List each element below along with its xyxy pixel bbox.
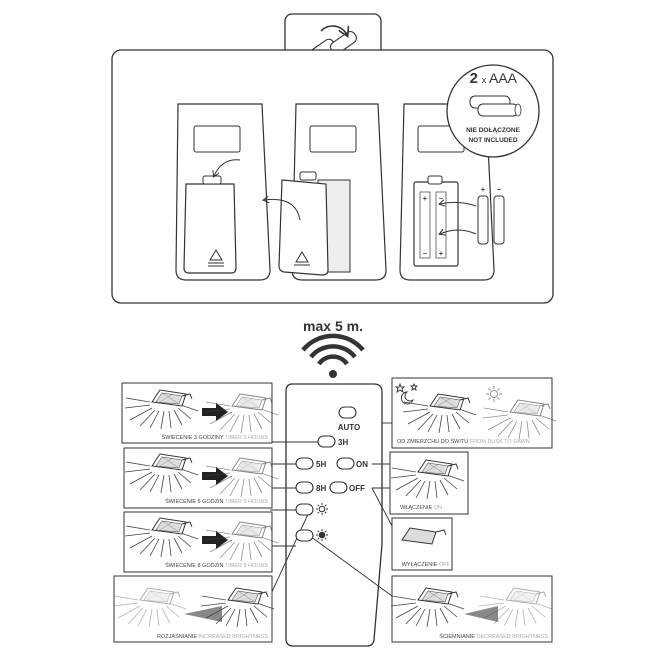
caption-pl: ROZJAŚNIANIE xyxy=(157,632,197,640)
battery-count: 2 xyxy=(470,70,478,87)
range-label: max 5 m. xyxy=(303,318,363,334)
aaa-battery-left: + xyxy=(477,185,489,245)
caption-en: DECREASED BRIGHTNESS xyxy=(476,634,548,640)
caption-en: TIMER 3 HOURS xyxy=(225,435,268,441)
sun-icon xyxy=(486,386,502,402)
on-label: ON xyxy=(356,460,368,469)
polarity-minus-mark: − xyxy=(423,249,428,258)
timer-8h-button[interactable]: 8H xyxy=(295,481,326,494)
panel-timer-5-hours: ŚWIECENIE 5 GODZIN TIMER 5 HOURS xyxy=(123,447,279,509)
aaa-batteries-icon xyxy=(469,95,522,117)
timer-8h-label: 8H xyxy=(316,484,326,493)
timer-5h-label: 5H xyxy=(316,460,326,469)
caption-pl: ŚWIECENIE 3 GODZINY xyxy=(162,433,224,441)
panel-off-caption: WYŁĄCZENIE OFF xyxy=(402,562,451,568)
panel-on-caption: WŁĄCZENIE ON xyxy=(400,505,442,511)
panel-timer-8-hours-caption: ŚWIECENIE 8 GODZIN TIMER 8 HOURS xyxy=(165,561,268,569)
caption-en: INCREASED BRIGHTNESS xyxy=(199,634,269,640)
caption-en: TIMER 5 HOURS xyxy=(225,499,268,505)
auto-button-label: AUTO xyxy=(338,423,361,432)
panel-timer-3-hours: ŚWIECENIE 3 GODZINY TIMER 3 HOURS xyxy=(121,382,279,444)
caption-en: OFF xyxy=(439,562,451,568)
brightness-increase-button[interactable] xyxy=(295,503,328,516)
panel-on: WŁĄCZENIE ON xyxy=(389,451,469,515)
panel-decreased-brightness-caption: ŚCIEMNIANIE DECREASED BRIGHTNESS xyxy=(439,632,548,640)
brightness-decrease-icon xyxy=(316,529,328,541)
remote-back-lid-opening xyxy=(264,103,387,281)
off-label: OFF xyxy=(349,484,365,493)
panel-increased-brightness-caption: ROZJAŚNIANIE INCREASED BRIGHTNESS xyxy=(157,632,268,640)
wireless-signal-icon xyxy=(301,333,365,378)
remote-back-lid-closed xyxy=(175,103,271,281)
polarity-minus-mark: − xyxy=(439,194,444,203)
not-included-en: NOT INCLUDED xyxy=(468,137,517,144)
svg-text:−: − xyxy=(497,185,502,194)
moon-stars-icon xyxy=(394,382,419,405)
callout-leader-lines xyxy=(269,422,393,597)
panel-decreased-brightness: ŚCIEMNIANIE DECREASED BRIGHTNESS xyxy=(390,575,553,643)
off-button[interactable]: OFF xyxy=(329,481,365,494)
caption-en: ON xyxy=(434,505,442,511)
brightness-increase-icon xyxy=(316,503,328,515)
svg-text:+: + xyxy=(481,185,486,194)
on-button[interactable]: ON xyxy=(336,457,368,470)
not-included-pl: NIE DOŁĄCZONE xyxy=(466,127,520,134)
battery-type: AAA xyxy=(489,70,518,86)
panel-increased-brightness: ROZJAŚNIANIE INCREASED BRIGHTNESS xyxy=(112,575,275,643)
caption-pl: ŚCIEMNIANIE xyxy=(439,632,475,640)
caption-pl: ŚWIECENIE 8 GODZIN xyxy=(165,561,223,569)
panel-timer-8-hours: ŚWIECENIE 8 GODZIN TIMER 8 HOURS xyxy=(123,511,279,573)
battery-not-included-callout: 2 x AAA NIE DOŁĄCZONE NOT INCLUDED xyxy=(446,64,540,158)
timer-5h-button[interactable]: 5H xyxy=(295,457,326,470)
panel-timer-3-hours-caption: ŚWIECENIE 3 GODZINY TIMER 3 HOURS xyxy=(162,433,269,441)
panel-timer-5-hours-caption: ŚWIECENIE 5 GODZIN TIMER 5 HOURS xyxy=(165,497,268,505)
panel-off: WYŁĄCZENIE OFF xyxy=(391,517,453,571)
aaa-battery-right: − xyxy=(493,185,505,245)
caption-pl: WŁĄCZENIE xyxy=(400,505,432,511)
polarity-plus-mark: + xyxy=(439,249,444,258)
panel-dusk-to-dawn-caption: OD ZMIERZCHU DO ŚWITU FROM DUSK TO DAWN xyxy=(397,437,530,445)
remote-control-front xyxy=(285,383,383,647)
polarity-plus-mark: + xyxy=(423,194,428,203)
caption-en: TIMER 8 HOURS xyxy=(225,563,268,569)
brightness-decrease-button[interactable] xyxy=(295,529,328,542)
caption-en: FROM DUSK TO DAWN xyxy=(470,439,530,445)
caption-pl: OD ZMIERZCHU DO ŚWITU xyxy=(397,437,468,445)
auto-button[interactable]: AUTO xyxy=(338,406,361,432)
battery-multiplier: x xyxy=(482,75,487,85)
caption-pl: ŚWIECENIE 5 GODZIN xyxy=(165,497,223,505)
panel-dusk-to-dawn: OD ZMIERZCHU DO ŚWITU FROM DUSK TO DAWN xyxy=(391,377,557,449)
timer-3h-label: 3H xyxy=(338,438,348,447)
caption-pl: WYŁĄCZENIE xyxy=(402,562,438,568)
timer-3h-button[interactable]: 3H xyxy=(317,435,348,448)
